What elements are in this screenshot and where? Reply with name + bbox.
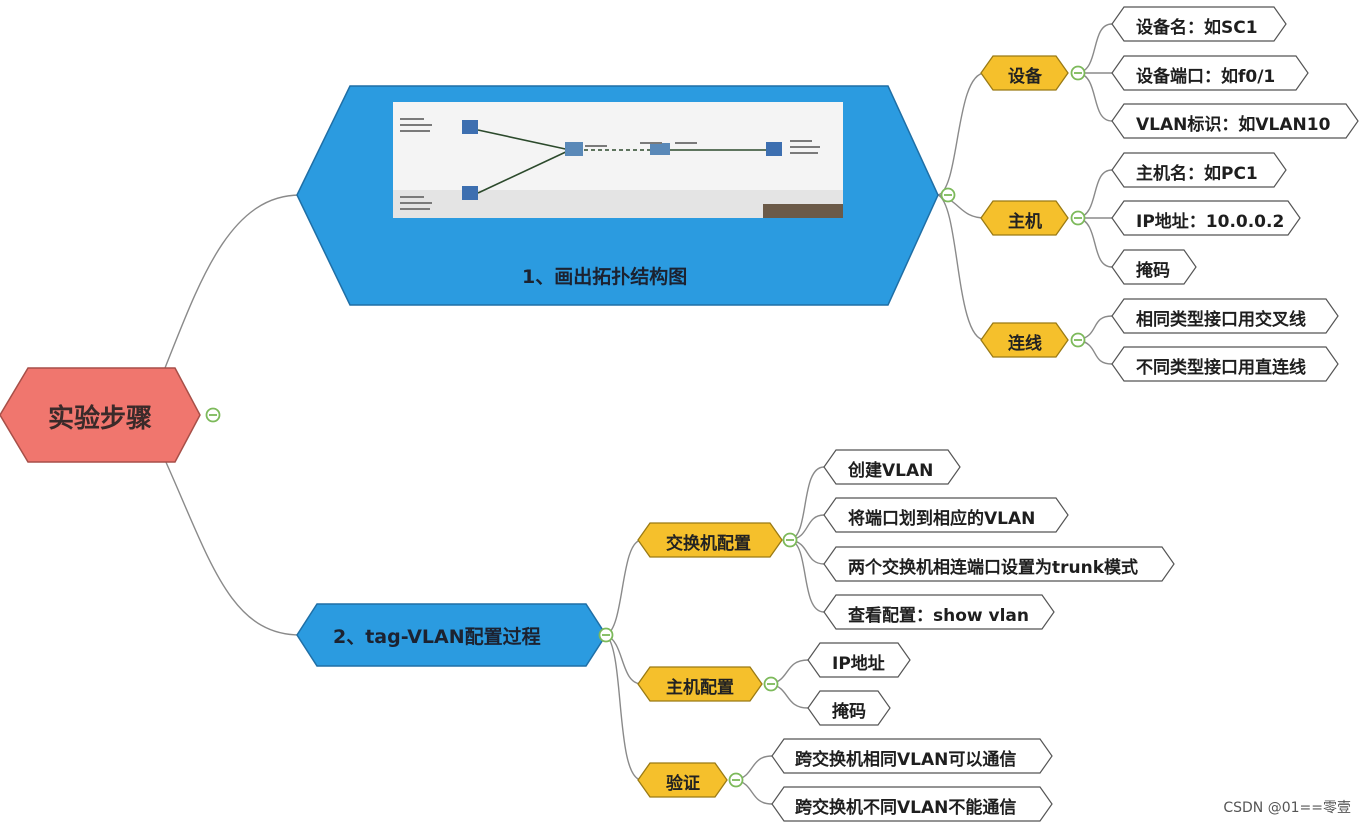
leaf-label-host-name: 主机名：如PC1 bbox=[1136, 164, 1258, 184]
root-node[interactable] bbox=[0, 367, 201, 463]
topology-screenshot bbox=[393, 102, 843, 218]
group-label-switch-config: 交换机配置 bbox=[666, 534, 751, 554]
collapse-toggle-topic-topology[interactable] bbox=[940, 187, 956, 203]
leaf-label-create-vlan: 创建VLAN bbox=[848, 461, 934, 481]
topic-label-tag-vlan: 2、tag-VLAN配置过程 bbox=[333, 626, 541, 648]
leaf-label-mask: 掩码 bbox=[1136, 261, 1170, 281]
leaf-label-trunk-mode: 两个交换机相连端口设置为trunk模式 bbox=[848, 558, 1139, 578]
leaf-same-vlan-communicate[interactable] bbox=[771, 738, 1053, 774]
collapse-toggle-switch-config[interactable] bbox=[782, 532, 798, 548]
group-node-device[interactable] bbox=[980, 55, 1069, 91]
leaf-label-ip-address: IP地址：10.0.0.2 bbox=[1136, 212, 1285, 232]
leaf-trunk-mode[interactable] bbox=[823, 546, 1175, 582]
group-label-verify: 验证 bbox=[666, 774, 700, 794]
root-label: 实验步骤 bbox=[48, 404, 153, 434]
leaf-label-vlan-id: VLAN标识：如VLAN10 bbox=[1136, 115, 1331, 135]
group-label-wiring: 连线 bbox=[1008, 334, 1042, 354]
leaf-same-type-crossover[interactable] bbox=[1111, 298, 1339, 334]
csdn-watermark: CSDN @01==零壹 bbox=[1223, 800, 1351, 816]
group-label-device: 设备 bbox=[1008, 67, 1042, 87]
leaf-create-vlan[interactable] bbox=[823, 449, 961, 485]
leaf-label-diff-vlan: 跨交换机不同VLAN不能通信 bbox=[795, 798, 1017, 818]
leaf-vlan-id[interactable] bbox=[1111, 103, 1359, 139]
leaf-device-port[interactable] bbox=[1111, 55, 1309, 91]
leaf-label-diff-type: 不同类型接口用直连线 bbox=[1136, 358, 1306, 378]
leaf-label-show-vlan: 查看配置：show vlan bbox=[848, 606, 1030, 626]
leaf-assign-ports[interactable] bbox=[823, 497, 1069, 533]
group-node-host-config[interactable] bbox=[637, 666, 763, 702]
leaf-label-device-port: 设备端口：如f0/1 bbox=[1136, 67, 1276, 87]
group-node-verify[interactable] bbox=[637, 762, 728, 798]
leaf-label-same-type: 相同类型接口用交叉线 bbox=[1136, 310, 1306, 330]
leaf-label-host-mask: 掩码 bbox=[832, 702, 866, 722]
leaf-host-ip[interactable] bbox=[807, 642, 911, 678]
leaf-host-mask[interactable] bbox=[807, 690, 891, 726]
group-node-wiring[interactable] bbox=[980, 322, 1069, 358]
leaf-label-same-vlan: 跨交换机相同VLAN可以通信 bbox=[795, 750, 1017, 770]
leaf-ip-address[interactable] bbox=[1111, 200, 1301, 236]
leaf-device-name[interactable] bbox=[1111, 6, 1287, 42]
collapse-toggle-device[interactable] bbox=[1070, 65, 1086, 81]
leaf-label-device-name: 设备名：如SC1 bbox=[1136, 18, 1258, 38]
collapse-toggle-topic-tag-vlan[interactable] bbox=[598, 627, 614, 643]
leaf-show-vlan[interactable] bbox=[823, 594, 1055, 630]
leaf-label-assign-ports: 将端口划到相应的VLAN bbox=[848, 509, 1036, 529]
collapse-toggle-root[interactable] bbox=[205, 407, 221, 423]
group-label-host: 主机 bbox=[1008, 212, 1042, 232]
group-node-switch-config[interactable] bbox=[637, 522, 783, 558]
topic-label-topology: 1、画出拓扑结构图 bbox=[522, 266, 688, 288]
leaf-label-host-ip: IP地址 bbox=[832, 654, 885, 674]
group-node-host[interactable] bbox=[980, 200, 1069, 236]
collapse-toggle-verify[interactable] bbox=[728, 772, 744, 788]
collapse-toggle-wiring[interactable] bbox=[1070, 332, 1086, 348]
collapse-toggle-host[interactable] bbox=[1070, 210, 1086, 226]
leaf-diff-type-straight[interactable] bbox=[1111, 346, 1339, 382]
leaf-mask[interactable] bbox=[1111, 249, 1197, 285]
group-label-host-config: 主机配置 bbox=[666, 678, 734, 698]
leaf-diff-vlan-no-communicate[interactable] bbox=[771, 786, 1053, 822]
collapse-toggle-host-config[interactable] bbox=[763, 676, 779, 692]
leaf-host-name[interactable] bbox=[1111, 152, 1287, 188]
